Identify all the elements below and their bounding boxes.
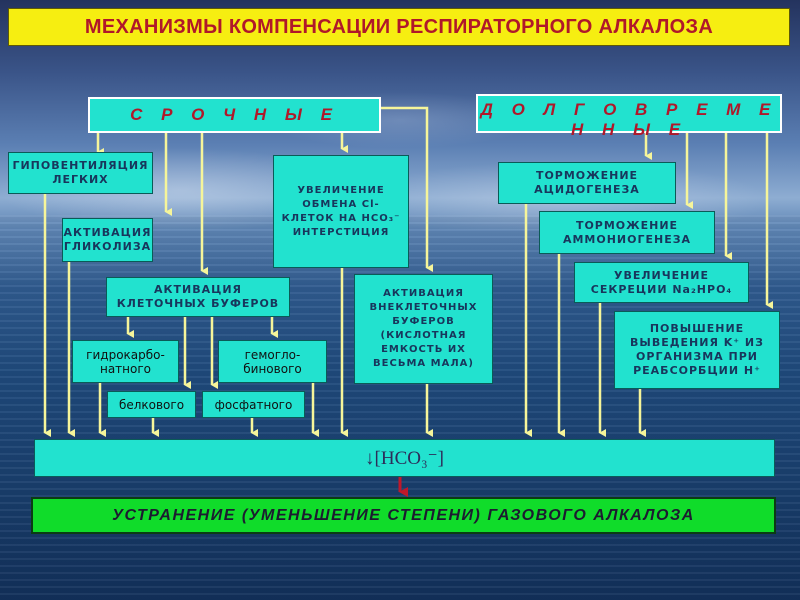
long-term-header: Д О Л Г О В Р Е М Е Н Н Ы Е [476, 94, 782, 139]
hemoglobin-buffer-box: гемогло-бинового [218, 340, 327, 383]
glycolysis-box: АКТИВАЦИЯ ГЛИКОЛИЗА [62, 218, 153, 262]
ammoniogenesis-box: ТОРМОЖЕНИЕ АММОНИОГЕНЕЗА [539, 211, 715, 254]
cell-buffers-box: АКТИВАЦИЯ КЛЕТОЧНЫХ БУФЕРОВ [106, 277, 290, 317]
arrow-to-extracellular [381, 106, 433, 272]
result-box: УСТРАНЕНИЕ (УМЕНЬШЕНИЕ СТЕПЕНИ) ГАЗОВОГО… [31, 497, 776, 534]
extracellular-buffers-box: АКТИВАЦИЯ ВНЕКЛЕТОЧНЫХ БУФЕРОВ (КИСЛОТНА… [354, 274, 493, 384]
protein-buffer-box: белкового [107, 391, 196, 418]
urgent-header: С Р О Ч Н Ы Е [88, 97, 381, 133]
na2hpo4-secretion-box: УВЕЛИЧЕНИЕ СЕКРЕЦИИ Na₂HPO₄ [574, 262, 749, 303]
bicarbonate-buffer-box: гидрокарбо-натного [72, 340, 179, 383]
acidogenesis-box: ТОРМОЖЕНИЕ АЦИДОГЕНЕЗА [498, 162, 676, 204]
page-title: МЕХАНИЗМЫ КОМПЕНСАЦИИ РЕСПИРАТОРНОГО АЛК… [8, 8, 790, 46]
chloride-exchange-box: УВЕЛИЧЕНИЕ ОБМЕНА Cl- КЛЕТОК НА НСО₃⁻ ИН… [273, 155, 409, 268]
hco3-label: ↓[HCO₃⁻] [365, 447, 444, 469]
hypoventilation-box: ГИПОВЕНТИЛЯЦИЯ ЛЕГКИХ [8, 152, 153, 194]
result-label: УСТРАНЕНИЕ (УМЕНЬШЕНИЕ СТЕПЕНИ) ГАЗОВОГО… [112, 506, 695, 524]
potassium-excretion-box: ПОВЫШЕНИЕ ВЫВЕДЕНИЯ K⁺ ИЗ ОРГАНИЗМА ПРИ … [614, 311, 780, 389]
hco3-decrease-box: ↓[HCO₃⁻] [34, 439, 775, 477]
phosphate-buffer-box: фосфатного [202, 391, 305, 418]
